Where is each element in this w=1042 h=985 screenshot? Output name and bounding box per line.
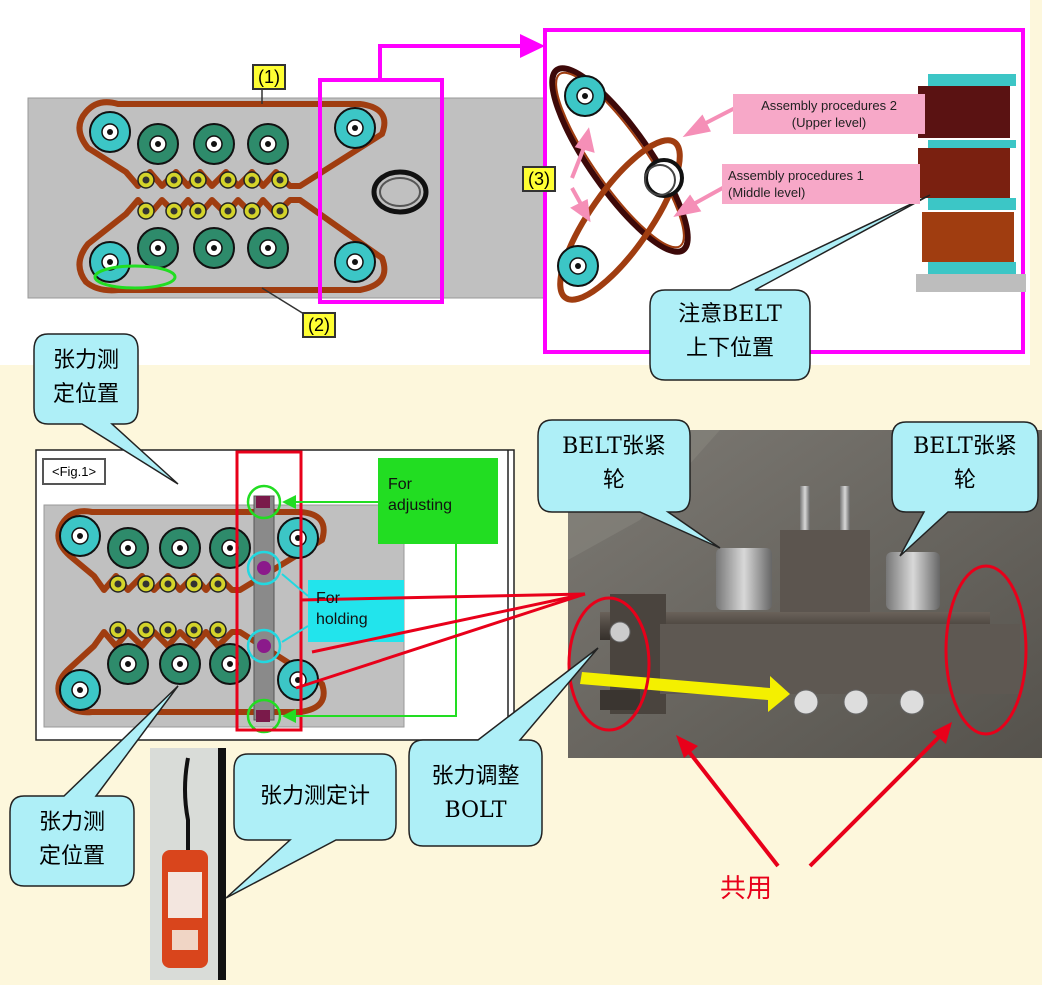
tension-bar: [254, 496, 274, 720]
callout-tension-meter: [226, 754, 396, 898]
tag-belt-2: (2): [302, 312, 336, 338]
for-adjusting-label: For adjusting: [388, 474, 452, 516]
top-machine-plate: [28, 98, 546, 298]
belt-stack: [916, 74, 1026, 292]
tensioner-left-text: BELT张紧 轮: [538, 430, 690, 498]
tag-belt-3: (3): [522, 166, 556, 192]
fig1-label: <Fig.1>: [42, 458, 106, 485]
tension-position-top-text: 张力测 定位置: [34, 344, 138, 412]
tension-position-bottom-text: 张力测 定位置: [10, 806, 134, 874]
assembly-procedure-1-label: Assembly procedures 1 (Middle level): [722, 164, 920, 204]
belt-position-note: 注意BELT 上下位置: [650, 298, 810, 366]
tensioner-right-text: BELT张紧 轮: [892, 430, 1038, 498]
adjust-bolt-text: 张力调整 BOLT: [409, 760, 542, 828]
assembly-procedure-2-label: Assembly procedures 2 (Upper level): [733, 94, 925, 134]
shared-label: 共用: [720, 868, 772, 905]
tension-meter-photo: [150, 748, 226, 980]
for-holding-label: For holding: [316, 588, 368, 630]
tag-belt-1: (1): [252, 64, 286, 90]
tension-meter-text: 张力测定计: [234, 780, 396, 814]
